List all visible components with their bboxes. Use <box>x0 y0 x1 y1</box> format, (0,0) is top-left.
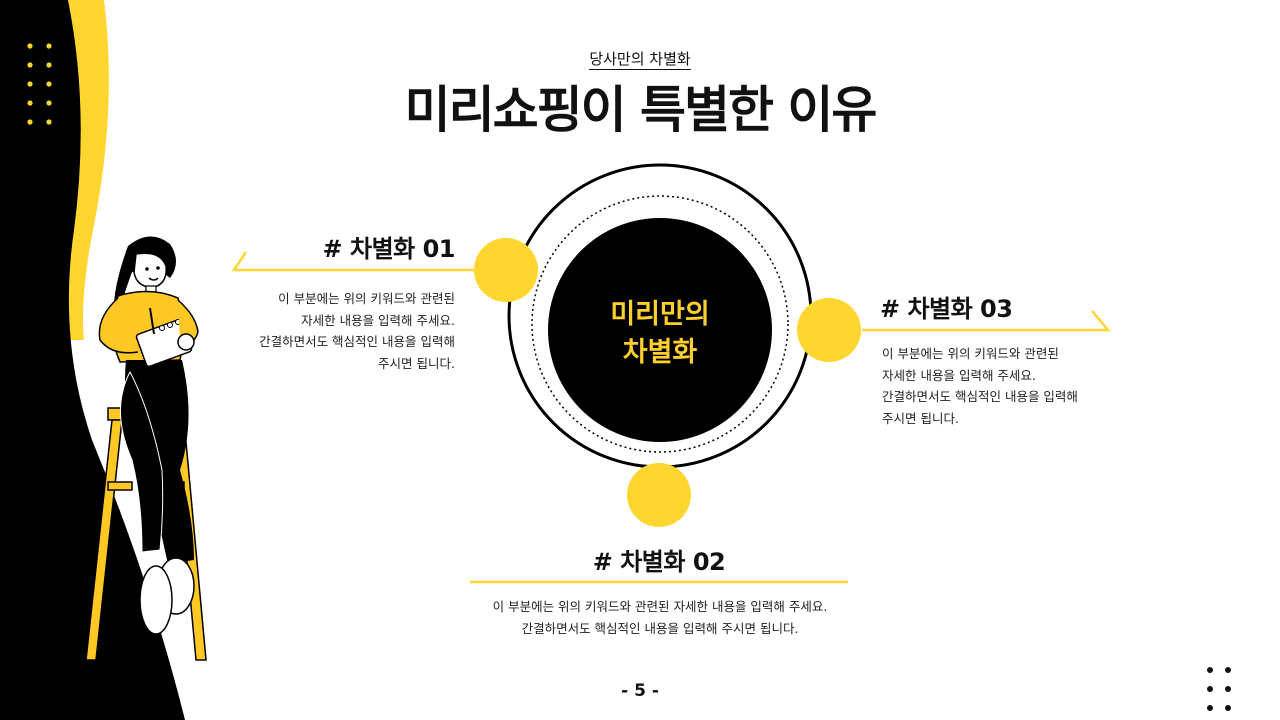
center-label: 미리만의 차별화 <box>548 222 772 446</box>
dots-bottom-right <box>1207 667 1231 711</box>
point-01-description: 이 부분에는 위의 키워드와 관련된 자세한 내용을 입력해 주세요. 간결하면… <box>195 288 455 374</box>
point-01-line: 간결하면서도 핵심적인 내용을 입력해 <box>259 334 455 349</box>
node-02 <box>627 463 691 527</box>
slide-subtitle-text: 당사만의 차별화 <box>589 50 691 70</box>
point-01-heading: # 차별화 01 <box>322 235 456 263</box>
point-03-line: 주시면 됩니다. <box>882 410 959 426</box>
point-03-line: 자세한 내용을 입력해 주세요. <box>882 367 1036 383</box>
center-label-line-1: 미리만의 <box>610 299 710 330</box>
page-number: - 5 - <box>621 681 659 701</box>
center-label-line-2: 차별화 <box>622 337 698 368</box>
slide-subtitle: 당사만의 차별화 <box>0 48 1280 70</box>
figure-illustration <box>85 236 207 661</box>
dotted-ring <box>531 195 789 453</box>
dots-top-left <box>27 43 52 125</box>
point-02-heading: # 차별화 02 <box>592 548 726 576</box>
connector-01 <box>231 251 474 272</box>
connector-03 <box>862 310 1111 332</box>
point-02-line: 간결하면서도 핵심적인 내용을 입력해 주시면 됩니다. <box>521 620 799 636</box>
node-03 <box>797 298 861 362</box>
left-black-panel <box>0 0 185 720</box>
point-03-heading: # 차별화 03 <box>880 295 1013 323</box>
slide-title: 미리쇼핑이 특별한 이유 <box>404 81 878 139</box>
point-01-line: 주시면 됩니다. <box>378 355 455 371</box>
center-disc <box>548 218 772 442</box>
point-01-line: 이 부분에는 위의 키워드와 관련된 <box>278 291 455 306</box>
node-01 <box>474 238 538 302</box>
point-03-line: 이 부분에는 위의 키워드와 관련된 <box>882 346 1059 361</box>
point-03-description: 이 부분에는 위의 키워드와 관련된 자세한 내용을 입력해 주세요. 간결하면… <box>882 343 1142 429</box>
point-02-line: 이 부분에는 위의 키워드와 관련된 자세한 내용을 입력해 주세요. <box>492 599 828 614</box>
point-01-line: 자세한 내용을 입력해 주세요. <box>301 312 455 328</box>
point-02-description: 이 부분에는 위의 키워드와 관련된 자세한 내용을 입력해 주세요. 간결하면… <box>400 596 920 639</box>
point-03-line: 간결하면서도 핵심적인 내용을 입력해 <box>882 389 1078 404</box>
